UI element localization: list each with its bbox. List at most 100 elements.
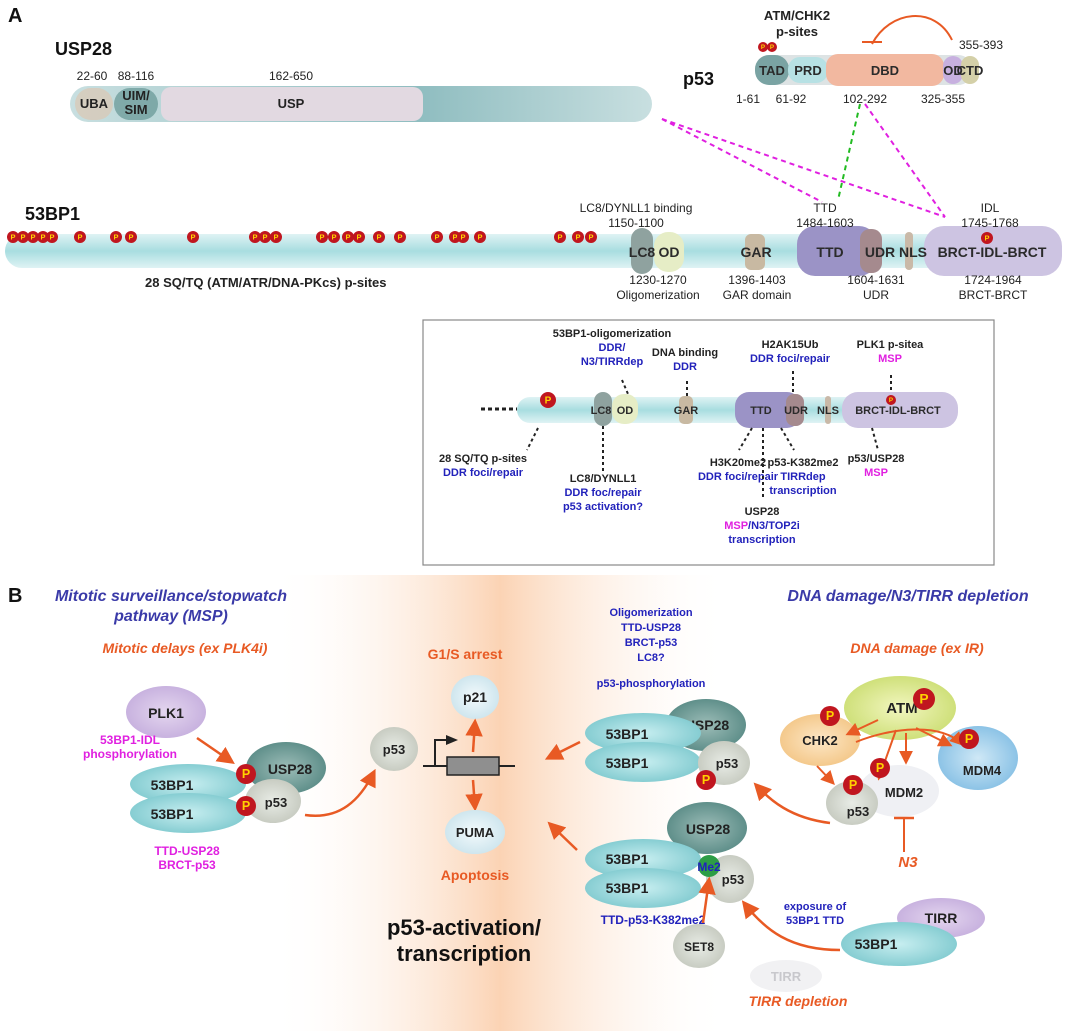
p53-protein-bar [755,54,979,86]
svg-text:P: P [345,233,350,242]
inset-usp28-mixed-part-1: /N3/TOP2i [748,520,800,532]
bp53-psites-label: 28 SQ/TQ (ATM/ATR/DNA-PKcs) p-sites [145,275,386,290]
svg-text:P: P [477,233,482,242]
p53-psites-line-1: p-sites [776,24,818,39]
bp53-bottom-label-2-line-1: UDR [863,288,889,302]
inset-domain-name-5: NLS [817,405,839,417]
tirr-free-label: TIRR [771,969,802,984]
tirr-label: TIRR [925,910,958,926]
arrow-msp-to-p53 [304,768,376,818]
svg-text:P: P [919,692,928,707]
inset-gar-shape [679,396,693,424]
bp53-psite-badge-12: P [316,231,328,243]
svg-text:P: P [889,397,893,404]
p53-phosphorylation-label: p53-phosphorylation [597,678,706,690]
bp53-psite-badge-8: P [187,231,199,243]
bp53-domain-name-5: NLS [899,244,927,260]
svg-text:P: P [356,233,361,242]
inset-psite-badge: P [540,392,556,408]
low-53bp1-node-1 [585,839,701,879]
panel-a-label: A [8,5,22,27]
inset-annotation-9-0: p53/USP28 [848,453,905,465]
bp53-top-label-1-line-0: TTD [813,201,837,215]
arrow-mid-to-p53 [544,740,581,760]
dd-p53-node [826,781,878,825]
p53-range-1: 61-92 [776,92,807,106]
inset-domain-name-6: BRCT-IDL-BRCT [855,405,941,417]
usp28-title: USP28 [55,39,112,59]
inset-box [422,319,995,566]
set8-node [673,924,725,968]
exposure-line-1: 53BP1 TTD [786,915,844,927]
usp28-domain-usp [161,87,423,121]
bp53-psite-badge-21: P [474,231,486,243]
link-p53-bp53-magenta [864,103,946,218]
inset-domain-name-4: UDR [784,405,808,417]
usp28-domain-name-2-0: USP [278,96,305,111]
inset-annotation-7-1: transcription [728,534,796,546]
svg-text:P: P [262,233,267,242]
p53-domain-name-0: TAD [759,63,785,78]
chk2-badge: P [820,706,840,726]
p21-label: p21 [463,689,487,705]
bp53-psite-badge-7: P [125,231,137,243]
inset-annotation-8-0: p53-K382me2 [768,457,839,469]
mid-53bp1-label-1: 53BP1 [606,726,649,742]
msp-53bp1-node-1 [130,764,246,804]
p53-domain-tad [755,55,789,85]
usp28-range-2: 162-650 [269,69,313,83]
arrow-to-puma [465,779,483,812]
central-label-line-1: transcription [397,941,531,966]
bp53-domain-name-6: BRCT-IDL-BRCT [938,244,1047,260]
bp53-psite-badge-25: P [981,232,993,244]
bp53-psite-badge-10: P [259,231,271,243]
msp-53bp1-node-2 [130,793,246,833]
inset-connectors [526,371,892,498]
g1s-arrest: G1/S arrest [428,646,503,662]
bp53-psite-badge-18: P [431,231,443,243]
atm-badge: P [913,688,935,710]
svg-text:P: P [588,233,593,242]
svg-text:P: P [242,799,250,813]
bp53-domain-udr-shape [860,229,882,273]
arrow-low-to-p53 [547,821,578,851]
inset-annotation-5-0: LC8/DYNLL1 [570,473,637,485]
p53-range-3: 325-355 [921,92,965,106]
bp53-psite-badge-15: P [353,231,365,243]
svg-text:P: P [190,233,195,242]
p53-domain-dbd [826,54,944,86]
inset-protein-bar [481,392,958,428]
inset-domain-name-2: GAR [674,405,699,417]
usp28-domain-name-1-0: UIM/ [122,88,150,103]
inset-domain-name-1: OD [617,405,634,417]
inset-domain-name-3: TTD [750,405,771,417]
msp-usp28-label: USP28 [268,761,313,777]
bp53-domain-name-1: OD [659,244,680,260]
low-usp28-label: USP28 [686,821,731,837]
bp53-domain-name-3: TTD [816,244,843,260]
bp53-bottom-label-3-line-0: 1724-1964 [964,273,1022,287]
bp53-bottom-label-2-line-0: 1604-1631 [847,273,905,287]
p53-center-label: p53 [383,742,405,757]
msp-53bp1-label-2: 53BP1 [151,806,194,822]
p53-inhibition-arc [871,15,953,45]
msp-subtitle: Mitotic delays (ex PLK4i) [103,640,268,656]
bp53-psite-badge-11: P [270,231,282,243]
low-p53-label: p53 [722,872,744,887]
p53-psite-badge-2: P [767,42,777,52]
bp53-psite-badge-14: P [342,231,354,243]
p53-psite-badge-1: P [758,42,768,52]
svg-text:P: P [965,732,973,746]
inset-annotation-6-0: H3K20me2 [710,457,766,469]
svg-text:P: P [849,778,857,792]
svg-text:P: P [10,233,15,242]
bp53-top-label-1-line-1: 1484-1603 [796,216,854,230]
svg-text:P: P [876,761,884,775]
svg-text:P: P [40,233,45,242]
mid-53bp1-node-2 [585,742,701,782]
bp53-psite-badge-1: P [17,231,29,243]
bp53-protein-bar [5,226,1062,276]
